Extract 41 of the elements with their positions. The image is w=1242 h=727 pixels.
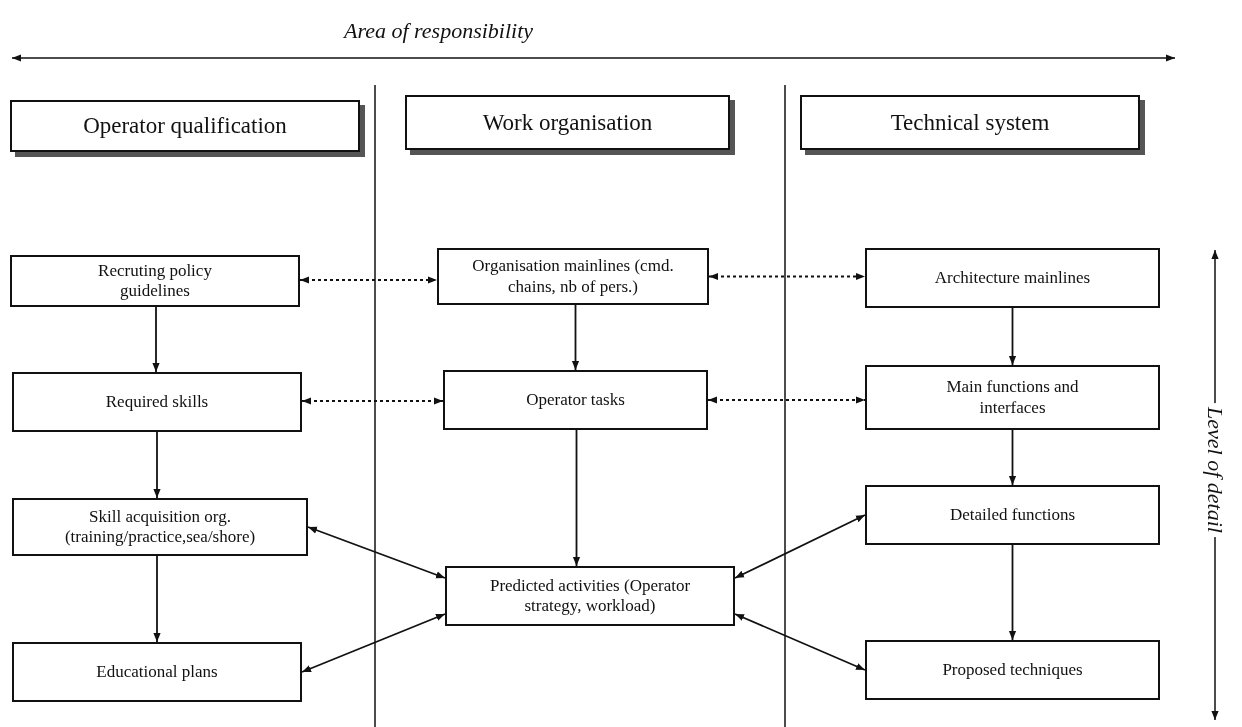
arrow: [301, 613, 446, 673]
process-box: [10, 255, 300, 307]
arrow: [1008, 429, 1017, 486]
arrow: [299, 276, 438, 284]
box-text: Work organisation: [482, 108, 653, 137]
box-text: Proposed techniques: [942, 659, 1083, 681]
box-text: Technical system: [890, 108, 1050, 137]
arrow: [571, 304, 580, 371]
process-box: [12, 642, 302, 702]
arrow: [572, 429, 581, 567]
arrow: [734, 514, 866, 579]
process-box: [445, 566, 735, 626]
process-box: [865, 485, 1160, 545]
process-box: [437, 248, 709, 305]
arrow: [708, 272, 866, 281]
box-text: Operator tasks: [526, 389, 625, 411]
arrow: [152, 306, 160, 373]
arrow: [734, 613, 866, 671]
arrow: [153, 555, 161, 643]
box-text: Organisation mainlines (cmd. chains, nb of pers.): [471, 256, 675, 297]
process-box: [12, 498, 308, 556]
arrow: [707, 396, 866, 404]
process-box: [12, 372, 302, 432]
box-text: Required skills: [105, 391, 209, 413]
process-box: [865, 248, 1160, 308]
box-text: Recruting policy guidelines: [97, 260, 213, 302]
box-text: Predicted activities (Operator strategy, workload): [488, 575, 692, 617]
box-text: Skill acquisition org. (training/practice,sea/shore): [63, 506, 257, 548]
box-text: Architecture mainlines: [934, 267, 1091, 289]
box-text: Main functions and interfaces: [945, 377, 1080, 418]
arrow: [1008, 307, 1017, 366]
box-text: Educational plans: [96, 661, 218, 683]
process-box: [865, 640, 1160, 700]
arrow: [307, 526, 446, 579]
box-text: Operator qualification: [83, 112, 287, 140]
arrow: [153, 431, 161, 499]
arrow: [1008, 544, 1017, 641]
box-text: Detailed functions: [949, 504, 1076, 526]
process-box: [865, 365, 1160, 430]
arrow: [301, 397, 444, 405]
process-box: [443, 370, 708, 430]
